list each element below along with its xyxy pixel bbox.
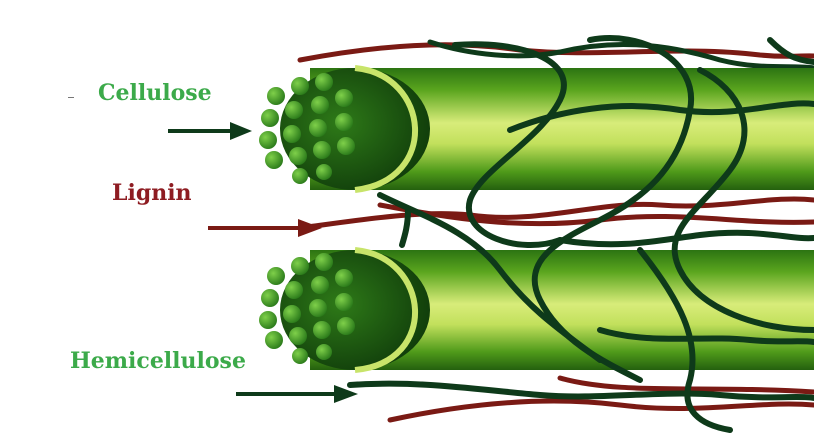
lignin-label: Lignin <box>112 182 192 204</box>
lignin-arrow <box>208 219 322 237</box>
hemicellulose-arrow <box>236 385 358 403</box>
cellulose-arrow <box>168 122 252 140</box>
hemicellulose-label: Hemicellulose <box>70 350 246 372</box>
top-cellulose-fiber <box>280 68 814 190</box>
cellulose-label: Cellulose <box>98 82 212 104</box>
stray-mark <box>68 97 74 98</box>
